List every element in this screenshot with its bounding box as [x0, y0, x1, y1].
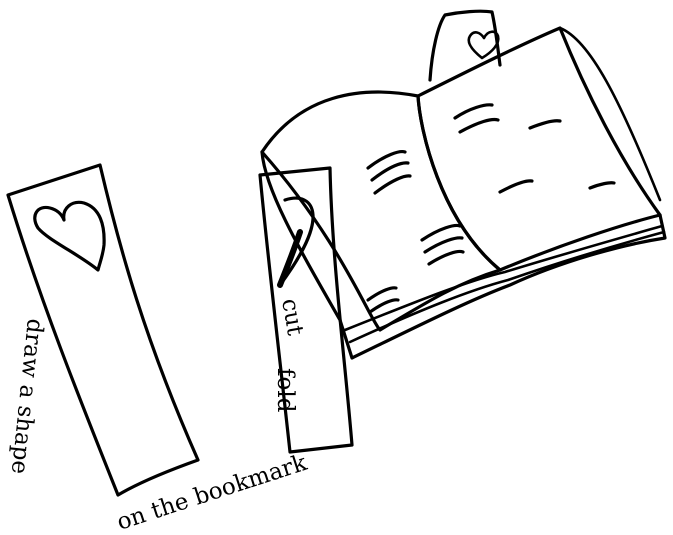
draw-a-shape-label: draw a shape	[6, 317, 48, 475]
on-the-bookmark-label: on the bookmark	[114, 450, 311, 535]
cut-label: cut	[276, 297, 308, 339]
open-book	[262, 28, 665, 358]
heart-icon-left	[35, 202, 104, 270]
heart-icon	[469, 32, 499, 58]
book-bookmark-top	[430, 11, 500, 80]
middle-bookmark: cut fold	[260, 168, 352, 452]
fold-label: fold	[272, 368, 298, 413]
book-right-page	[418, 28, 660, 270]
